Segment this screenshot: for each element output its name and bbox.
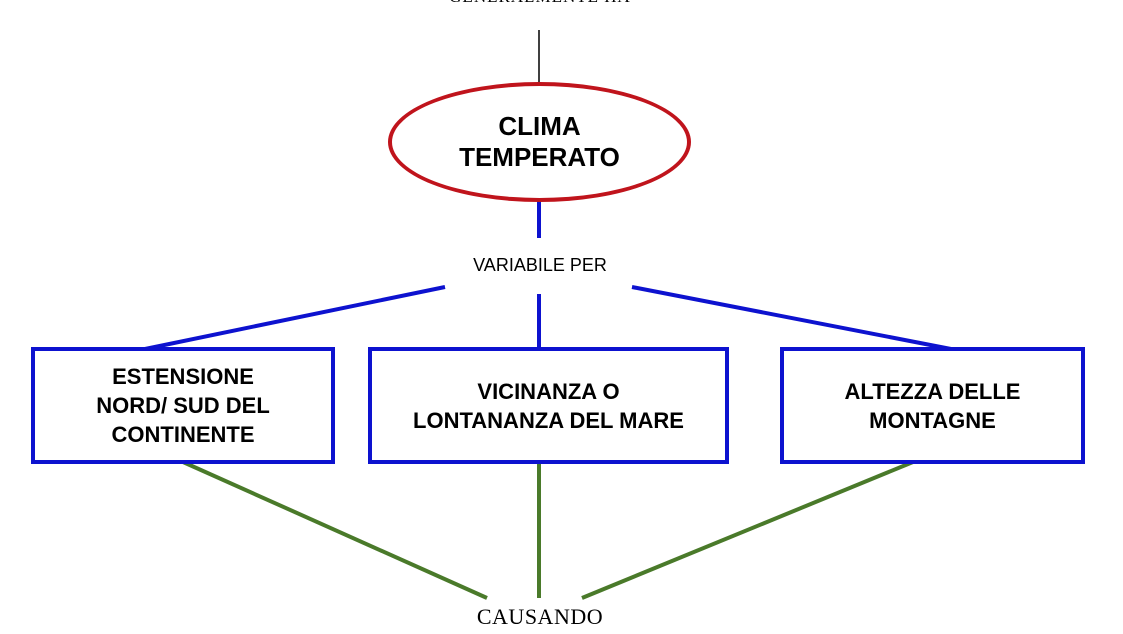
factor-node-estensione: ESTENSIONE NORD/ SUD DEL CONTINENTE [31, 347, 335, 464]
main-concept-node: CLIMA TEMPERATO [388, 82, 691, 202]
factor-line: NORD/ SUD DEL [96, 393, 270, 418]
factor-line: ESTENSIONE [112, 364, 254, 389]
factor-node-vicinanza: VICINANZA O LONTANANZA DEL MARE [368, 347, 729, 464]
main-concept-line-1: CLIMA [498, 111, 581, 141]
link-label-causando: CAUSANDO [420, 600, 660, 634]
connector-factor-3-to-bottom [581, 460, 914, 600]
main-concept-line-2: TEMPERATO [459, 142, 620, 172]
top-link-label: GENERALMENTE HA [340, 0, 740, 8]
factor-line: VICINANZA O [477, 378, 620, 404]
main-concept-text: CLIMA TEMPERATO [459, 111, 620, 173]
factor-node-altezza: ALTEZZA DELLE MONTAGNE [780, 347, 1085, 464]
link-label-variabile-per: VARIABILE PER [430, 248, 650, 282]
factor-line: LONTANANZA DEL MARE [413, 407, 684, 433]
factor-text: ESTENSIONE NORD/ SUD DEL CONTINENTE [96, 362, 270, 449]
connector-label-to-factor-1 [144, 285, 446, 351]
factor-line: ALTEZZA DELLE [844, 378, 1021, 404]
connector-label-to-factor-3 [631, 285, 952, 351]
factor-line: MONTAGNE [869, 407, 996, 433]
factor-text: ALTEZZA DELLE MONTAGNE [845, 377, 1021, 435]
connector-factor-1-to-bottom [182, 460, 488, 600]
factor-line: CONTINENTE [111, 422, 255, 447]
factor-text: VICINANZA O LONTANANZA DEL MARE [413, 377, 684, 435]
